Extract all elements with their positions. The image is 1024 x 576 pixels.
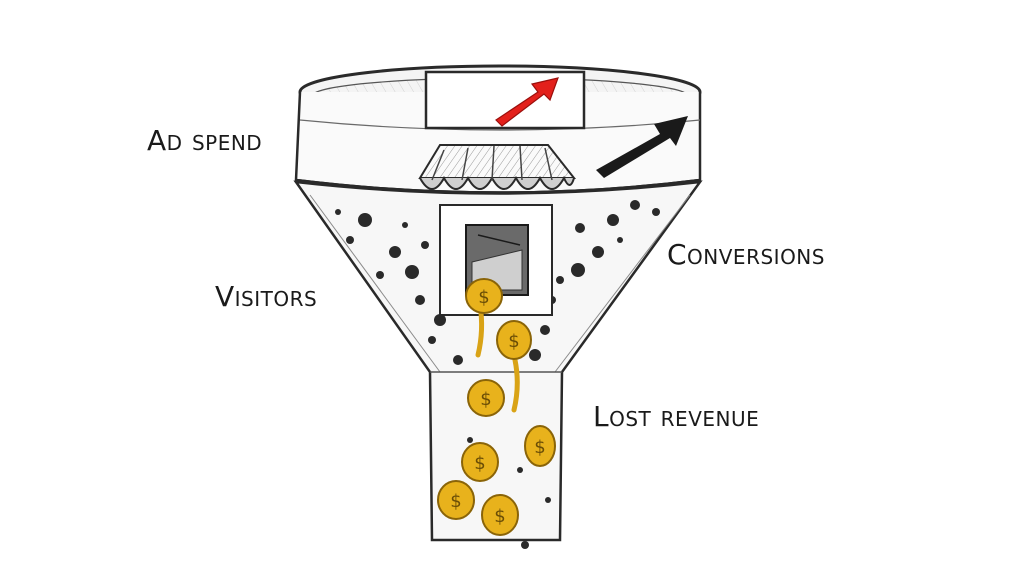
dollar-coin-icon: $: [524, 425, 556, 467]
label-ad-spend: Ad spend: [147, 124, 263, 157]
dollar-coin-icon: $: [481, 494, 519, 536]
svg-text:$: $: [478, 287, 489, 308]
dollar-coin-icon: $: [437, 480, 475, 520]
svg-text:$: $: [534, 437, 545, 458]
label-conversions: Conversions: [667, 238, 825, 271]
visitor-dots: [335, 200, 660, 549]
funnel-cone: [293, 180, 703, 542]
svg-text:$: $: [494, 506, 505, 527]
coin-stream: $ $ $ $ $ $ $: [437, 278, 556, 536]
svg-text:$: $: [474, 453, 485, 474]
black-arrow-icon: [596, 116, 688, 178]
svg-text:$: $: [508, 331, 519, 352]
label-lost-revenue: Lost revenue: [593, 400, 760, 433]
svg-text:$: $: [450, 491, 461, 512]
trend-up-arrow-icon: [495, 77, 559, 127]
dollar-coin-icon: $: [467, 379, 505, 417]
label-visitors: Visitors: [215, 280, 318, 313]
dollar-coin-icon: $: [496, 320, 532, 360]
dollar-coin-icon: $: [461, 442, 499, 482]
dollar-coin-icon: $: [465, 278, 503, 314]
svg-text:$: $: [480, 389, 491, 410]
